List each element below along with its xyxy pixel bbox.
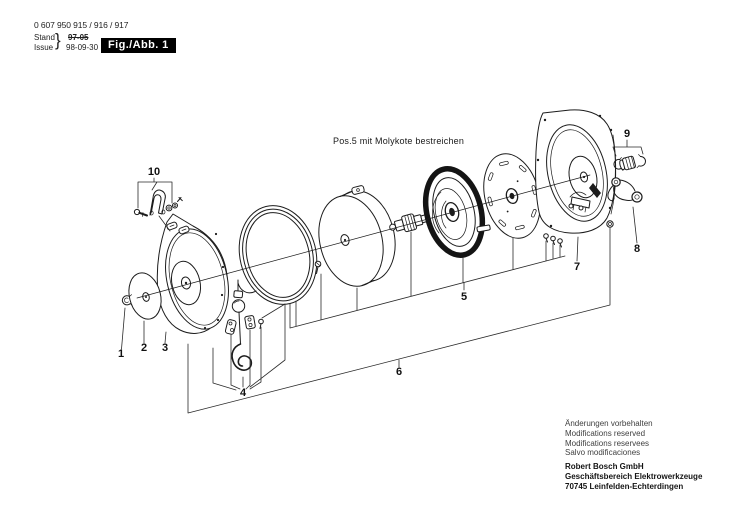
company-line: 70745 Leinfelden-Echterdingen <box>565 481 684 491</box>
axis-centerline <box>136 174 591 299</box>
part-7-housing <box>535 109 617 234</box>
housing-screws <box>543 233 563 248</box>
part-10-clevis-set <box>133 189 183 217</box>
drum-lug <box>351 185 365 195</box>
old-date-struck: 97-05 <box>68 33 89 42</box>
part-4-hook-set <box>224 279 264 371</box>
knurled-pin <box>619 155 636 171</box>
pulley-tab <box>476 224 491 233</box>
molykote-annotation: Pos.5 mit Molykote bestreichen <box>333 136 465 146</box>
latch-mechanism <box>568 183 601 213</box>
clamp-screw <box>258 318 264 329</box>
callout-3: 3 <box>162 342 168 354</box>
part-number: 0 607 950 915 / 916 / 917 <box>34 20 129 30</box>
cable-coil <box>237 205 318 305</box>
part-9-clip-set <box>613 154 646 171</box>
callout-7: 7 <box>574 261 580 273</box>
housing-nut <box>606 220 614 228</box>
issue-label: Issue <box>34 43 54 52</box>
cable-ball <box>231 299 246 313</box>
shell-mount-tab <box>166 221 190 235</box>
notice-line: Modifications reservees <box>565 438 650 448</box>
issue-date: 98-09-30 <box>66 43 99 52</box>
notice-line: Modifications reserved <box>565 428 646 438</box>
callout-6: 6 <box>396 366 402 378</box>
notice-line: Salvo modificaciones <box>565 448 641 458</box>
callout-5: 5 <box>461 291 467 303</box>
part-1-circlip <box>121 294 133 306</box>
cable-drum <box>314 185 396 287</box>
notice-line: Änderungen vorbehalten <box>565 419 653 428</box>
clevis-screw <box>133 208 148 217</box>
drive-shaft <box>389 213 432 233</box>
callout-leaders <box>121 139 644 414</box>
cable-clamp <box>224 319 237 335</box>
brace-glyph: } <box>55 30 61 51</box>
callout-1: 1 <box>118 348 124 360</box>
callout-10: 10 <box>148 166 160 178</box>
clamp-plate <box>244 315 256 330</box>
snap-hook <box>231 343 253 371</box>
callout-9: 9 <box>624 128 630 140</box>
company-line: Robert Bosch GmbH <box>565 462 644 472</box>
part-8-pawl-lever <box>607 177 643 203</box>
callout-8: 8 <box>634 243 640 255</box>
company-line: Geschäftsbereich Elektrowerkzeuge <box>565 471 703 481</box>
drum-screw <box>314 260 322 274</box>
clevis-washers <box>165 197 183 212</box>
figure-label-badge: Fig./Abb. 1 <box>101 38 176 53</box>
part-3-housing-shell <box>156 213 229 334</box>
callout-2: 2 <box>141 342 147 354</box>
callout-4: 4 <box>240 387 247 399</box>
stand-label: Stand <box>34 33 55 42</box>
callout-numbers: 1 2 3 4 5 6 7 8 9 10 <box>118 128 640 399</box>
